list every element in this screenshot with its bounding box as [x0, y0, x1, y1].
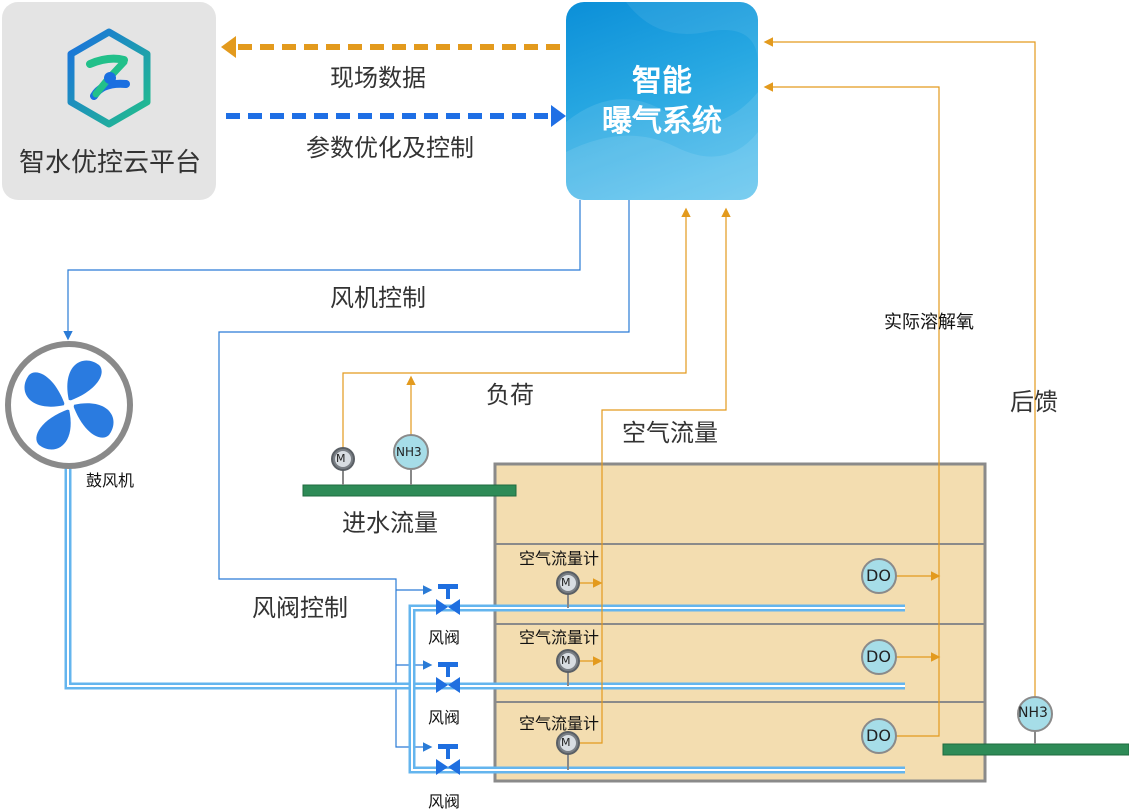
air-flow-label: 空气流量 — [622, 419, 718, 447]
air-flow-signal-line — [579, 207, 731, 744]
cloud-platform-title: 智水优控云平台 — [18, 148, 201, 178]
valve-icon — [436, 662, 460, 693]
do-sensor-icon — [861, 718, 897, 754]
do-sensor-icon — [861, 558, 897, 594]
field-data-arrow — [221, 36, 560, 58]
nh3-sensor-icon — [1017, 696, 1053, 732]
do-sensor-icon — [861, 639, 897, 675]
aeration-tank — [493, 462, 987, 783]
load-signal-line — [342, 207, 691, 450]
do-label-2: DO — [866, 647, 891, 666]
valve-label-1: 风阀 — [428, 628, 461, 647]
blower-label: 鼓风机 — [86, 471, 135, 490]
flowmeter-icon — [556, 731, 580, 755]
flowmeter-m-2: M — [561, 654, 571, 667]
cloud-platform-logo-icon — [67, 28, 151, 128]
nh3-label: NH3 — [396, 445, 422, 459]
flowmeter-icon — [556, 571, 580, 595]
valve-icon — [436, 584, 460, 615]
param-optimization-arrow — [226, 105, 566, 127]
flowmeter-label-3: 空气流量计 — [519, 714, 600, 733]
valve-label-3: 风阀 — [428, 792, 461, 811]
nh3-label-outlet: NH3 — [1018, 705, 1048, 721]
flowmeter-m-1: M — [561, 576, 571, 589]
valve-control-line — [218, 200, 630, 752]
flowmeter-icon — [556, 649, 580, 673]
fan-control-line — [63, 200, 581, 341]
feedback-signal-line — [763, 37, 1036, 698]
cloud-platform-box: 智水优控云平台 — [2, 2, 216, 200]
wave-decoration — [566, 2, 758, 200]
param-optimization-label: 参数优化及控制 — [306, 134, 474, 162]
valve-control-label: 风阀控制 — [252, 594, 348, 622]
ai-system-title-line1: 智能 — [632, 64, 692, 99]
inflow-pipe — [302, 484, 517, 497]
outflow-pipe — [942, 743, 1129, 756]
fan-control-label: 风机控制 — [330, 284, 426, 312]
flowmeter-m-3: M — [561, 736, 571, 749]
feedback-label: 后馈 — [1010, 388, 1058, 416]
ai-aeration-system-box: 智能 曝气系统 — [566, 2, 758, 200]
flowmeter-label-1: 空气流量计 — [519, 549, 600, 568]
load-label: 负荷 — [486, 381, 534, 409]
valve-label-2: 风阀 — [428, 708, 461, 727]
valve-icon — [436, 744, 460, 775]
ai-system-title-line2: 曝气系统 — [602, 104, 722, 139]
air-pipe-network — [64, 468, 905, 774]
actual-do-signal-line — [763, 82, 940, 737]
meter-label: M — [336, 452, 346, 465]
meter-icon — [331, 447, 355, 471]
inflow-label: 进水流量 — [342, 509, 438, 537]
field-data-label: 现场数据 — [330, 64, 426, 92]
actual-do-label: 实际溶解氧 — [884, 312, 974, 333]
blower-icon — [5, 341, 133, 469]
do-label-1: DO — [866, 566, 891, 585]
do-label-3: DO — [866, 726, 891, 745]
nh3-sensor-icon — [393, 434, 429, 470]
flowmeter-label-2: 空气流量计 — [519, 628, 600, 647]
